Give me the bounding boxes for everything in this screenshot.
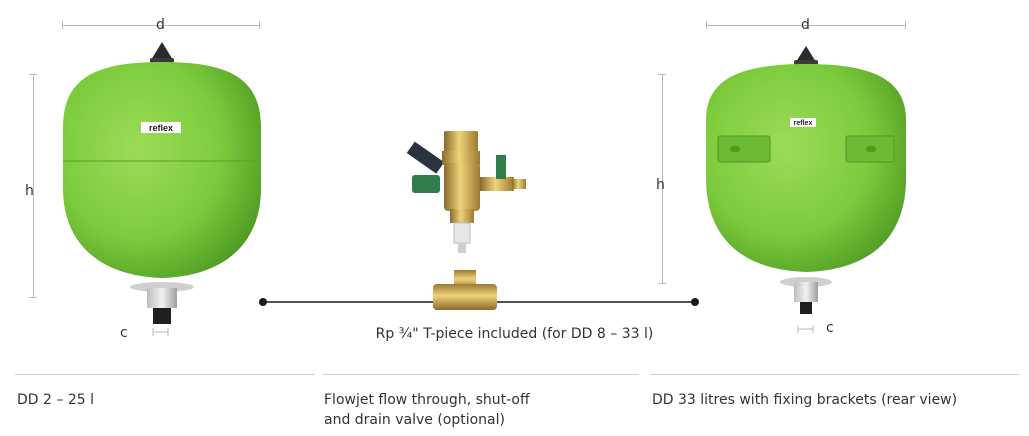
- tpiece-caption: Rp ¾" T-piece included (for DD 8 – 33 l): [375, 326, 654, 342]
- left-h-tick-bottom: [29, 297, 37, 298]
- left-h-label: h: [25, 183, 34, 199]
- caption-middle-line2: and drain valve (optional): [324, 412, 505, 428]
- right-vessel-logo: reflex: [794, 120, 813, 127]
- right-h-dimension-line: [662, 74, 663, 284]
- left-d-tick-left: [62, 21, 63, 29]
- left-h-dimension-line: [33, 74, 34, 298]
- right-c-label: c: [826, 320, 834, 336]
- caption-middle: Flowjet flow through, shut-off and drain…: [324, 390, 530, 430]
- left-d-label: d: [156, 17, 165, 33]
- left-vessel-logo: reflex: [149, 123, 173, 133]
- right-d-dimension-line: [706, 25, 906, 26]
- left-c-dimension-mark: [152, 328, 169, 336]
- caption-right: DD 33 litres with fixing brackets (rear …: [652, 392, 958, 408]
- right-d-tick-left: [706, 21, 707, 29]
- caption-left: DD 2 – 25 l: [17, 392, 94, 408]
- caption-middle-line1: Flowjet flow through, shut-off: [324, 392, 530, 408]
- left-expansion-vessel: reflex: [63, 42, 261, 324]
- left-h-tick-top: [29, 74, 37, 75]
- left-d-tick-right: [259, 21, 260, 29]
- caption-divider-left: [15, 374, 315, 375]
- left-c-label: c: [120, 325, 128, 341]
- right-c-dimension-mark: [797, 325, 814, 333]
- caption-divider-middle: [323, 374, 639, 375]
- right-d-label: d: [801, 17, 810, 33]
- caption-divider-right: [650, 374, 1020, 375]
- right-d-tick-right: [905, 21, 906, 29]
- flowjet-valve: [406, 131, 526, 253]
- right-expansion-vessel: reflex: [706, 46, 906, 314]
- tpiece-fitting: [433, 270, 497, 310]
- right-h-tick-bottom: [658, 283, 666, 284]
- left-d-dimension-line: [62, 25, 260, 26]
- right-h-tick-top: [658, 74, 666, 75]
- right-h-label: h: [656, 177, 665, 193]
